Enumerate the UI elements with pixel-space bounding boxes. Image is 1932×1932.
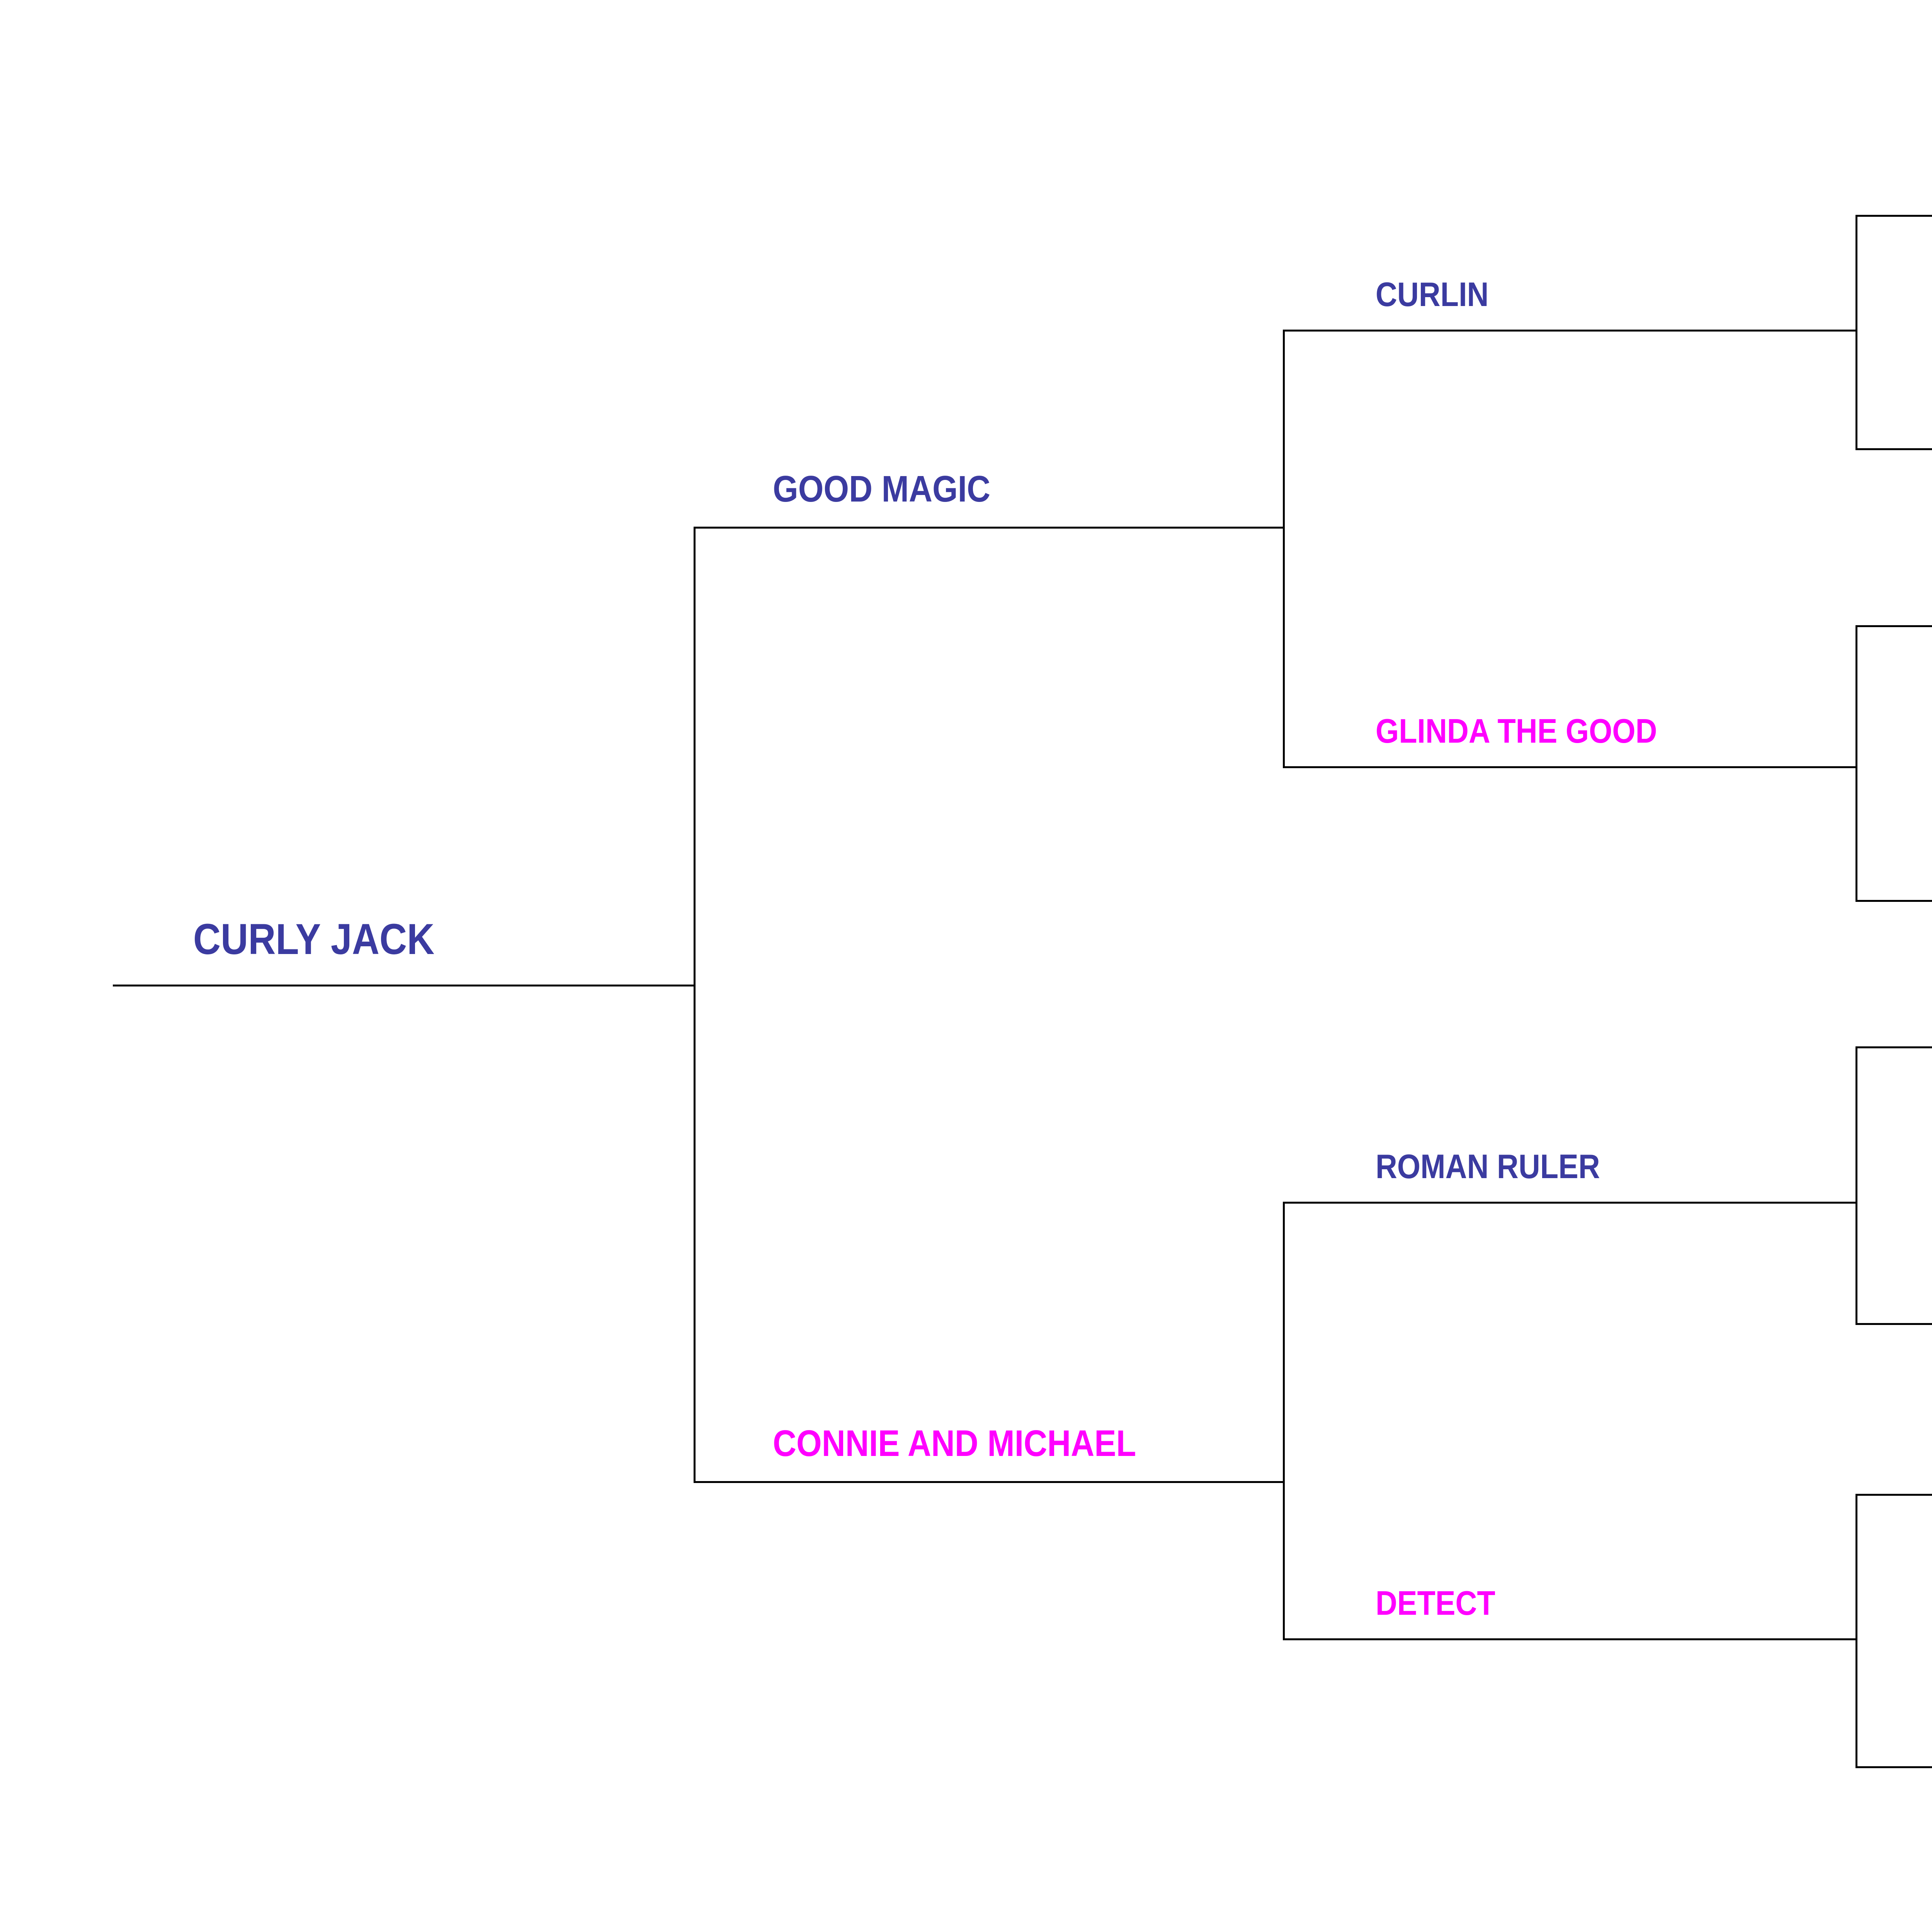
- connector-gen2-lower-vertical: [1283, 1202, 1285, 1640]
- node-label-curlin: CURLIN: [1376, 275, 1489, 313]
- connector-gen3-pair4-vertical: [1855, 1494, 1857, 1768]
- node-label-detect: DETECT: [1376, 1584, 1495, 1622]
- connector-gen3-pair1-vertical: [1855, 215, 1857, 450]
- connector-gen3-silvery-swan-horizontal: [1855, 1323, 1932, 1325]
- connector-gen2-roman-ruler-horizontal: [1283, 1202, 1857, 1204]
- connector-gen3-pair2-vertical: [1855, 625, 1857, 901]
- node-label-connie-and-michael: CONNIE AND MICHAEL: [773, 1423, 1136, 1464]
- connector-gen1-sire-horizontal: [694, 527, 1284, 529]
- node-label-curly-jack: CURLY JACK: [193, 915, 435, 963]
- node-label-good-magic: GOOD MAGIC: [773, 468, 991, 510]
- connector-gen3-magical-flash-horizontal: [1855, 900, 1932, 902]
- connector-gen3-smart-strike-horizontal: [1855, 215, 1932, 217]
- connector-gen2-curlin-horizontal: [1283, 330, 1857, 332]
- connector-gen3-marias-storm-horizontal: [1855, 448, 1932, 450]
- connector-gen2-glinda-horizontal: [1283, 766, 1857, 768]
- node-label-roman-ruler: ROMAN RULER: [1376, 1147, 1600, 1185]
- connector-gen1-dam-horizontal: [694, 1481, 1284, 1483]
- connector-gen2-upper-vertical: [1283, 330, 1285, 768]
- connector-gen1-vertical: [694, 527, 696, 1483]
- connector-root-horizontal: [113, 985, 696, 986]
- node-label-glinda-the-good: GLINDA THE GOOD: [1376, 712, 1657, 750]
- connector-gen3-fusaichi-pegasus-horizontal: [1855, 1046, 1932, 1048]
- connector-gen3-devils-bag-horizontal: [1855, 1494, 1932, 1496]
- connector-gen3-pair3-vertical: [1855, 1046, 1857, 1325]
- connector-gen3-hard-spun-horizontal: [1855, 625, 1932, 627]
- connector-gen3-find-horizontal: [1855, 1766, 1932, 1768]
- connector-gen2-detect-horizontal: [1283, 1638, 1857, 1640]
